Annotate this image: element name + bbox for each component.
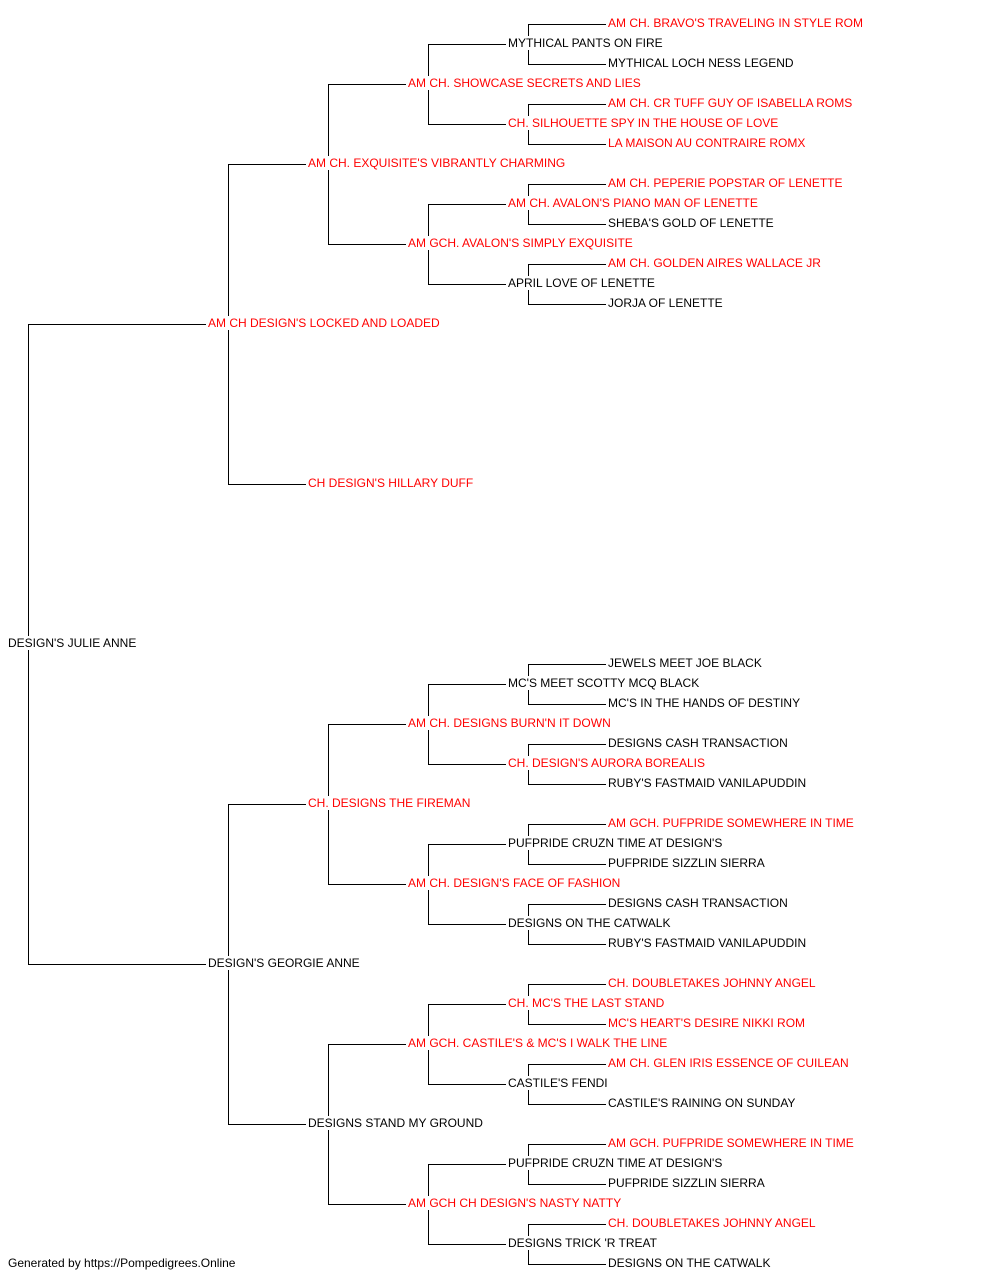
ancestor-name-gen5: JORJA OF LENETTE [608,296,724,310]
ancestor-name-gen5: JEWELS MEET JOE BLACK [608,656,763,670]
ancestor-name-gen5: AM CH. PEPERIE POPSTAR OF LENETTE [608,176,844,190]
subject-dog-name: DESIGN'S JULIE ANNE [8,636,138,650]
ancestor-name-gen4: CH. SILHOUETTE SPY IN THE HOUSE OF LOVE [508,116,780,130]
ancestor-name-gen5: MYTHICAL LOCH NESS LEGEND [608,56,795,70]
ancestor-name-gen2: DESIGNS STAND MY GROUND [308,1116,484,1130]
ancestor-name-gen4: MC'S MEET SCOTTY MCQ BLACK [508,676,701,690]
ancestor-name-gen5: MC'S HEART'S DESIRE NIKKI ROM [608,1016,807,1030]
ancestor-name-gen5: AM CH. GOLDEN AIRES WALLACE JR [608,256,822,270]
ancestor-name-gen4: CH. DESIGN'S AURORA BOREALIS [508,756,707,770]
ancestor-name-gen5: DESIGNS CASH TRANSACTION [608,736,789,750]
ancestor-name-gen5: AM GCH. PUFPRIDE SOMEWHERE IN TIME [608,1136,855,1150]
ancestor-name-gen5: AM GCH. PUFPRIDE SOMEWHERE IN TIME [608,816,855,830]
ancestor-name-gen5: AM CH. CR TUFF GUY OF ISABELLA ROMS [608,96,854,110]
ancestor-name-gen5: AM CH. GLEN IRIS ESSENCE OF CUILEAN [608,1056,850,1070]
ancestor-name-gen1: DESIGN'S GEORGIE ANNE [208,956,361,970]
ancestor-name-gen5: MC'S IN THE HANDS OF DESTINY [608,696,802,710]
ancestor-name-gen4: DESIGNS TRICK 'R TREAT [508,1236,658,1250]
ancestor-name-gen2: AM CH. EXQUISITE'S VIBRANTLY CHARMING [308,156,567,170]
ancestor-name-gen4: CH. MC'S THE LAST STAND [508,996,666,1010]
ancestor-name-gen3: AM GCH. AVALON'S SIMPLY EXQUISITE [408,236,634,250]
ancestor-name-gen1: AM CH DESIGN'S LOCKED AND LOADED [208,316,441,330]
ancestor-name-gen5: CH. DOUBLETAKES JOHNNY ANGEL [608,976,817,990]
ancestor-name-gen5: CASTILE'S RAINING ON SUNDAY [608,1096,797,1110]
ancestor-name-gen5: CH. DOUBLETAKES JOHNNY ANGEL [608,1216,817,1230]
ancestor-name-gen3: AM GCH. CASTILE'S & MC'S I WALK THE LINE [408,1036,669,1050]
ancestor-name-gen3: AM CH. DESIGNS BURN'N IT DOWN [408,716,612,730]
ancestor-name-gen4: AM CH. AVALON'S PIANO MAN OF LENETTE [508,196,759,210]
ancestor-name-gen5: PUFPRIDE SIZZLIN SIERRA [608,1176,766,1190]
ancestor-name-gen4: APRIL LOVE OF LENETTE [508,276,656,290]
ancestor-name-gen5: RUBY'S FASTMAID VANILAPUDDIN [608,936,808,950]
ancestor-name-gen3: AM CH. SHOWCASE SECRETS AND LIES [408,76,642,90]
ancestor-name-gen4: DESIGNS ON THE CATWALK [508,916,672,930]
ancestor-name-gen4: CASTILE'S FENDI [508,1076,609,1090]
ancestor-name-gen4: MYTHICAL PANTS ON FIRE [508,36,664,50]
ancestor-name-gen5: AM CH. BRAVO'S TRAVELING IN STYLE ROM [608,16,865,30]
footer-credit: Generated by https://Pompedigrees.Online [8,1256,236,1270]
ancestor-name-gen5: SHEBA'S GOLD OF LENETTE [608,216,775,230]
ancestor-name-gen5: DESIGNS CASH TRANSACTION [608,896,789,910]
ancestor-name-gen4: PUFPRIDE CRUZN TIME AT DESIGN'S [508,836,724,850]
ancestor-name-gen2: CH DESIGN'S HILLARY DUFF [308,476,475,490]
ancestor-name-gen5: RUBY'S FASTMAID VANILAPUDDIN [608,776,808,790]
ancestor-name-gen3: AM GCH CH DESIGN'S NASTY NATTY [408,1196,623,1210]
ancestor-name-gen3: AM CH. DESIGN'S FACE OF FASHION [408,876,622,890]
ancestor-name-gen5: DESIGNS ON THE CATWALK [608,1256,772,1270]
ancestor-name-gen2: CH. DESIGNS THE FIREMAN [308,796,472,810]
ancestor-name-gen4: PUFPRIDE CRUZN TIME AT DESIGN'S [508,1156,724,1170]
ancestor-name-gen5: LA MAISON AU CONTRAIRE ROMX [608,136,807,150]
ancestor-name-gen5: PUFPRIDE SIZZLIN SIERRA [608,856,766,870]
